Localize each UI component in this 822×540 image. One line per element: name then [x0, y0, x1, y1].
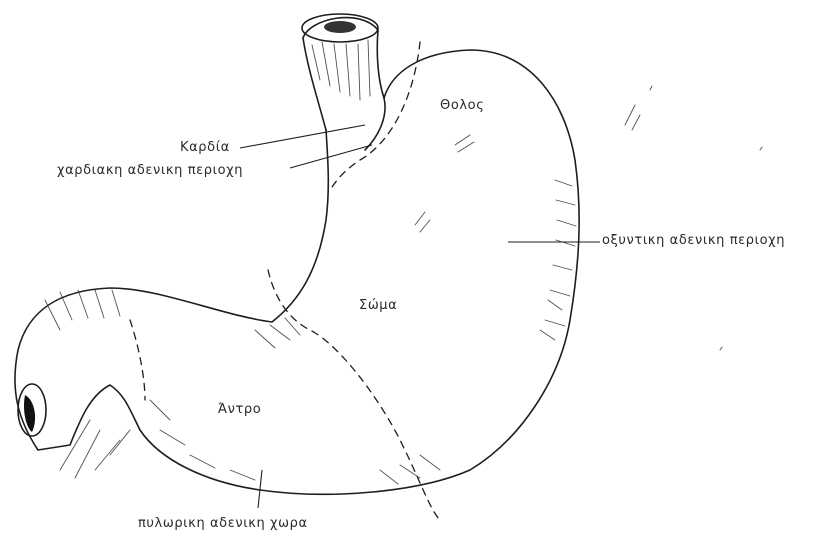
cardia-leader — [240, 125, 365, 148]
esophagus — [302, 14, 384, 130]
label-fundus: Θολος — [440, 98, 484, 113]
shading — [45, 135, 576, 484]
label-pyloric-gland-region: πυλωρικη αδενικη χωρα — [138, 516, 308, 531]
duodenum-opening — [18, 384, 46, 436]
cardiac-region-leader — [290, 145, 372, 168]
pylorus-boundary — [130, 320, 145, 400]
label-oxyntic-gland-region: οξυντικη αδενικη περιοχη — [602, 233, 785, 248]
label-body: Σώμα — [359, 298, 397, 313]
label-cardiac-gland-region: χαρδιακη αδενικη περιοχη — [57, 163, 243, 178]
cardiac-boundary — [330, 42, 420, 190]
label-antrum: Άντρο — [218, 402, 261, 417]
label-cardia: Καρδία — [180, 140, 230, 155]
stomach-outline — [15, 50, 579, 494]
body-antrum-boundary — [268, 270, 440, 520]
